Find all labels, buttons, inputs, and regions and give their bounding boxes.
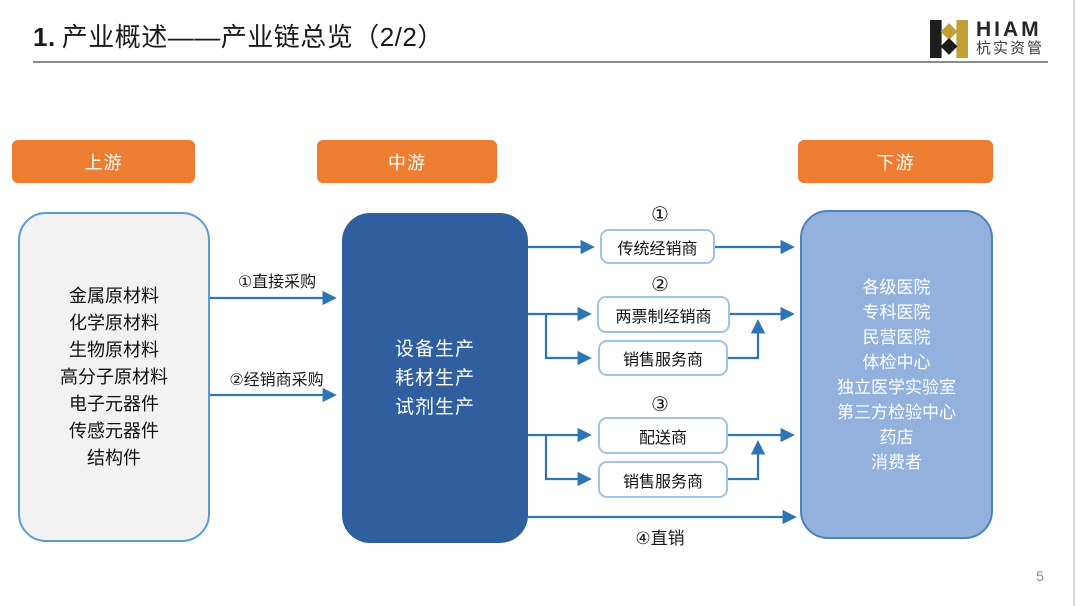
channel-number-1: ① (651, 204, 669, 226)
logo-text: HIAM 杭实资管 (976, 18, 1045, 58)
label-direct-purchase: ①直接采购 (237, 274, 317, 291)
page-number: 5 (1036, 568, 1044, 584)
traditional-distributor-label: 传统经销商 (617, 240, 698, 258)
arrow-branch-to-sales-service-2 (544, 435, 592, 487)
stage-header-upstream: 上游 (12, 140, 195, 183)
stage-header-midstream: 中游 (317, 140, 497, 183)
arrow-sales-service-2-join (728, 440, 766, 481)
hiam-logo-icon (930, 20, 968, 58)
upstream-box: 金属原材料 化学原材料 生物原材料 高分子原材料 电子元器件 传感元器件 结构件 (18, 212, 210, 542)
delivery-provider-box: 配送商 (598, 417, 728, 454)
downstream-box: 各级医院 专科医院 民营医院 体检中心 独立医学实验室 第三方检验中心 药店 消… (800, 210, 993, 539)
page-title: 1.产业概述——产业链总览（2/2） (33, 17, 444, 54)
upstream-box-text: 金属原材料 化学原材料 生物原材料 高分子原材料 电子元器件 传感元器件 结构件 (60, 285, 168, 468)
stage-header-midstream-label: 中游 (388, 152, 426, 173)
right-edge-divider (1073, 0, 1075, 606)
logo-subtext: 杭实资管 (976, 40, 1045, 57)
arrow-sales-service-1-join (728, 319, 766, 360)
logo: HIAM 杭实资管 (930, 18, 1045, 58)
midstream-box-text: 设备生产 耗材生产 试剂生产 (394, 338, 475, 418)
sales-service-box-1: 销售服务商 (598, 340, 728, 376)
logo-wordmark: HIAM (976, 18, 1042, 41)
title-divider (33, 61, 1048, 63)
sales-service-box-2: 销售服务商 (598, 461, 728, 498)
sales-service-label-2: 销售服务商 (622, 473, 703, 491)
stage-header-downstream: 下游 (798, 140, 993, 183)
two-invoice-distributor-label: 两票制经销商 (615, 308, 712, 326)
title-text: 产业概述——产业链总览（2/2） (61, 22, 444, 52)
delivery-provider-label: 配送商 (638, 429, 687, 447)
midstream-box: 设备生产 耗材生产 试剂生产 (342, 213, 528, 543)
downstream-box-text: 各级医院 专科医院 民营医院 体检中心 独立医学实验室 第三方检验中心 药店 消… (837, 277, 956, 472)
label-distributor-purchase: ②经销商采购 (229, 372, 324, 389)
stage-header-downstream-label: 下游 (876, 152, 915, 173)
title-number: 1. (33, 22, 56, 52)
channel-number-2: ② (651, 274, 669, 296)
stage-header-upstream-label: 上游 (84, 152, 123, 173)
two-invoice-distributor-box: 两票制经销商 (597, 296, 730, 333)
traditional-distributor-box: 传统经销商 (600, 229, 715, 264)
channel-number-3: ③ (651, 394, 669, 416)
sales-service-label-1: 销售服务商 (622, 352, 703, 369)
arrow-branch-to-sales-service-1 (544, 314, 592, 366)
label-direct-sales: ④直销 (635, 529, 685, 548)
